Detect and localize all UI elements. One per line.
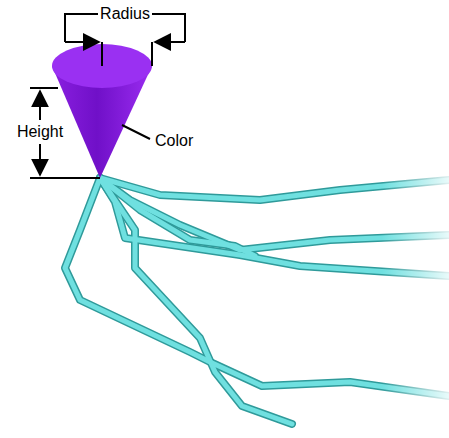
color-leader bbox=[122, 125, 150, 139]
dimension-label: Height bbox=[15, 123, 65, 141]
dimension-label: Radius bbox=[98, 5, 152, 23]
dimension-label: Color bbox=[153, 132, 195, 150]
